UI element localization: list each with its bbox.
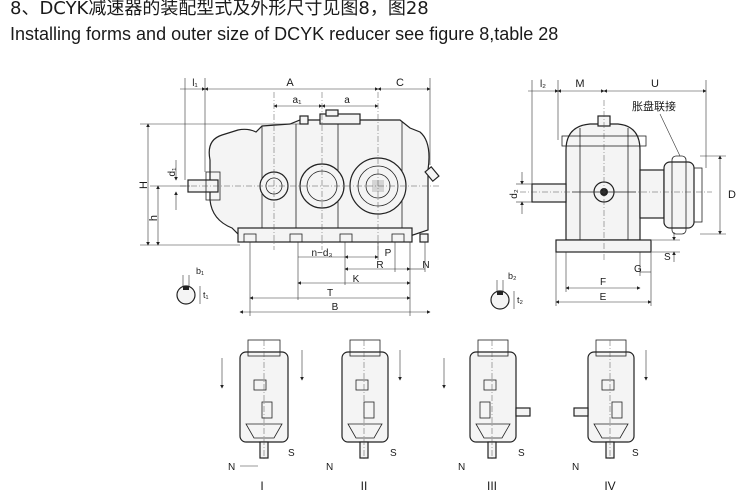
dim-F: F — [600, 277, 606, 288]
form-1-numeral: I — [260, 479, 263, 493]
dim-U: U — [651, 78, 659, 90]
dim-a1: a₁ — [293, 95, 303, 106]
assembly-forms: N S I N S II N — [220, 339, 648, 493]
form-3-s: S — [518, 448, 525, 459]
dim-d1: d₁ — [167, 167, 178, 177]
form-4-s: S — [632, 448, 639, 459]
dim-l1: l₁ — [192, 78, 198, 89]
dim-d2: d₂ — [509, 189, 520, 199]
dim-t1: t₁ — [203, 290, 209, 300]
assembly-form-4: N S IV — [572, 339, 648, 493]
dim-l2: l₂ — [540, 79, 546, 90]
form-2-numeral: II — [361, 479, 368, 493]
heading-chinese: 8、DCYK减速器的装配型式及外形尺寸见图8，图28 — [10, 0, 429, 19]
dim-b1: b₁ — [196, 266, 204, 276]
dim-D: D — [728, 189, 736, 201]
form-1-n: N — [228, 462, 235, 473]
dim-S: S — [664, 252, 671, 263]
shrink-disc-coupling — [663, 161, 695, 229]
dim-A: A — [286, 77, 294, 89]
form-4-n: N — [572, 462, 579, 473]
shaft-section-1: b₁ t₁ — [176, 266, 209, 305]
form-1-s: S — [288, 448, 295, 459]
dim-t2: t₂ — [517, 295, 524, 305]
dim-a: a — [344, 95, 350, 106]
dim-N: N — [422, 260, 429, 271]
assembly-form-2: N S II — [326, 339, 402, 493]
dim-B: B — [332, 302, 339, 313]
assembly-form-1: N S I — [220, 339, 304, 493]
dim-M: M — [575, 78, 584, 90]
dim-C: C — [396, 77, 404, 89]
form-3-numeral: III — [487, 479, 497, 493]
dim-H: H — [138, 181, 150, 189]
dim-T: T — [327, 288, 333, 299]
form-4-numeral: IV — [604, 479, 615, 493]
form-2-s: S — [390, 448, 397, 459]
side-input-shaft — [531, 183, 567, 203]
dim-P: P — [385, 248, 392, 259]
side-view: l₂ M U 胀盘联接 d₂ D S G F E — [490, 78, 736, 310]
form-3-n: N — [458, 462, 465, 473]
coupling-label: 胀盘联接 — [632, 99, 676, 113]
dim-n-d3: n−d₃ — [311, 248, 332, 259]
shaft-section-2: b₂ t₂ — [490, 271, 524, 310]
reducer-base — [237, 227, 413, 243]
dim-h: h — [148, 215, 160, 221]
dim-b2: b₂ — [508, 271, 517, 281]
heading-english: Installing forms and outer size of DCYK … — [10, 24, 559, 44]
dim-G: G — [634, 264, 642, 275]
dim-E: E — [600, 292, 607, 303]
dim-K: K — [353, 274, 360, 285]
form-2-n: N — [326, 462, 333, 473]
front-view: l₁ A C a₁ a H h d₁ n−d₃ P R N K — [138, 77, 440, 316]
assembly-form-3: N S III — [442, 339, 531, 493]
dim-R: R — [376, 260, 383, 271]
